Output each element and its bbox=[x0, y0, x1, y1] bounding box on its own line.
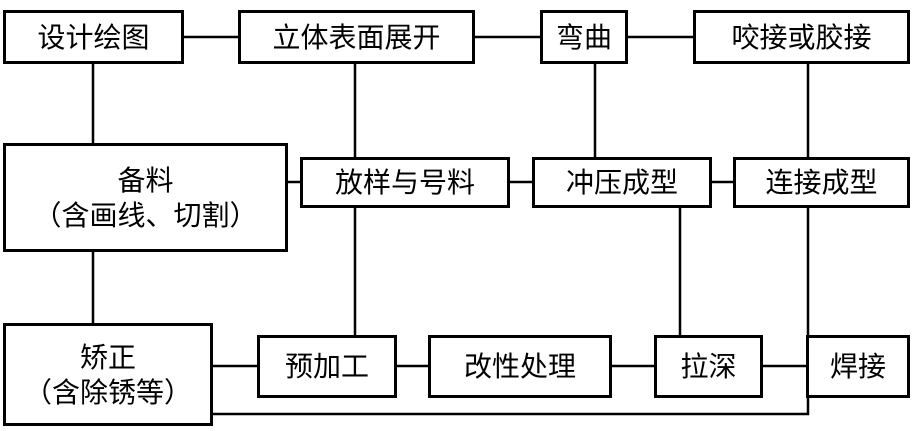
node-modification-treatment: 改性处理 bbox=[428, 335, 612, 398]
node-seam-or-glue-joint-label: 咬接或胶接 bbox=[731, 20, 872, 54]
connector-straighten-weld bbox=[213, 398, 810, 416]
node-welding: 焊接 bbox=[806, 335, 910, 398]
node-straightening-note: （含除锈等） bbox=[23, 375, 192, 409]
node-layout-and-marking-label: 放样与号料 bbox=[334, 166, 475, 199]
node-stamping-label: 冲压成型 bbox=[565, 166, 678, 199]
node-pre-processing-label: 预加工 bbox=[284, 350, 369, 383]
node-design-drawing: 设计绘图 bbox=[3, 10, 184, 64]
node-modification-treatment-label: 改性处理 bbox=[463, 350, 576, 383]
node-material-preparation-title: 备料 bbox=[117, 163, 174, 197]
node-stamping: 冲压成型 bbox=[532, 157, 712, 208]
node-bending-label: 弯曲 bbox=[555, 20, 612, 54]
node-deep-drawing: 拉深 bbox=[654, 335, 763, 398]
node-welding-label: 焊接 bbox=[829, 350, 886, 383]
node-surface-unfold-label: 立体表面展开 bbox=[272, 20, 441, 54]
node-straightening-title: 矫正 bbox=[79, 340, 136, 374]
node-joining-label: 连接成型 bbox=[765, 166, 878, 199]
node-pre-processing: 预加工 bbox=[257, 335, 397, 398]
node-seam-or-glue-joint: 咬接或胶接 bbox=[693, 10, 910, 64]
node-material-preparation: 备料 （含画线、切割） bbox=[3, 143, 288, 252]
node-deep-drawing-label: 拉深 bbox=[680, 350, 737, 383]
node-design-drawing-label: 设计绘图 bbox=[37, 20, 150, 54]
node-material-preparation-note: （含画线、切割） bbox=[33, 198, 258, 232]
node-bending: 弯曲 bbox=[540, 10, 628, 64]
node-surface-unfold: 立体表面展开 bbox=[238, 10, 475, 64]
node-straightening: 矫正 （含除锈等） bbox=[3, 323, 213, 426]
node-joining: 连接成型 bbox=[733, 157, 910, 208]
node-layout-and-marking: 放样与号料 bbox=[300, 157, 510, 208]
